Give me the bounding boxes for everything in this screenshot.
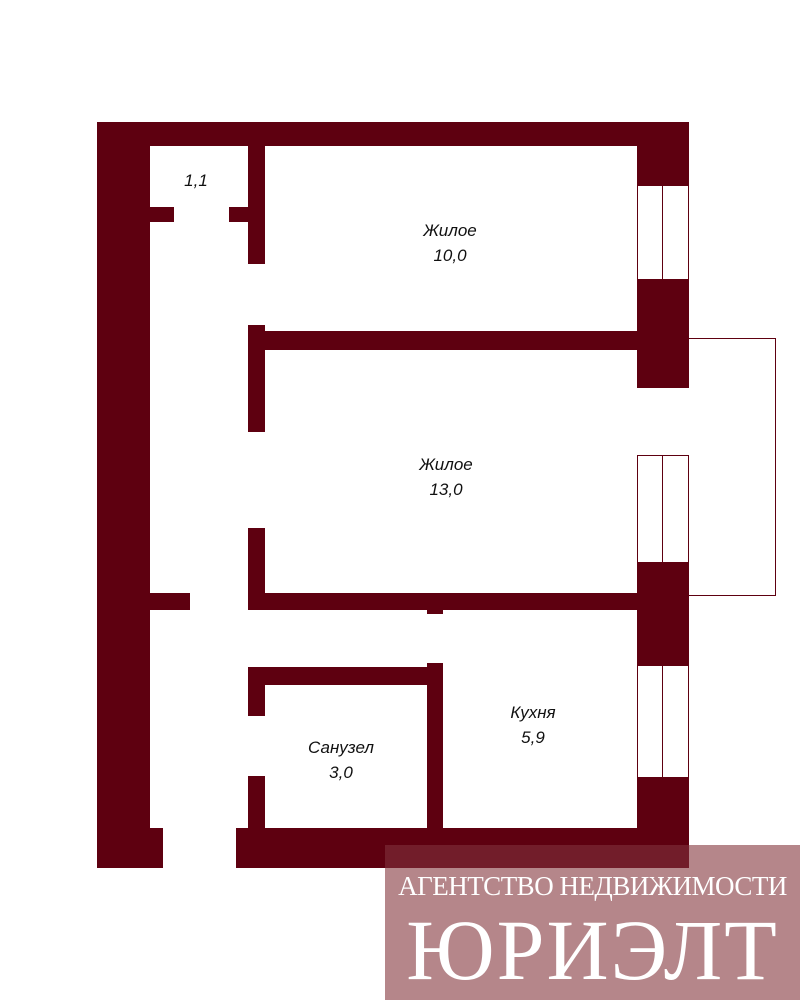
agency-logo-watermark: АГЕНТСТВО НЕДВИЖИМОСТИ ЮРИЭЛТ bbox=[385, 845, 800, 1000]
room-label-bathroom: Санузел 3,0 bbox=[281, 735, 401, 785]
room-name: Жилое bbox=[419, 455, 473, 474]
wall bbox=[248, 325, 265, 432]
wall bbox=[248, 528, 265, 610]
room-label-living-2: Жилое 13,0 bbox=[386, 452, 506, 502]
window bbox=[637, 665, 689, 778]
window bbox=[637, 455, 689, 563]
room-name: Кухня bbox=[510, 703, 556, 722]
logo-line-2: ЮРИЭЛТ bbox=[406, 902, 779, 998]
wall bbox=[97, 122, 689, 146]
wall bbox=[248, 776, 265, 828]
room-name: Жилое bbox=[423, 221, 477, 240]
logo-band bbox=[385, 845, 689, 868]
wall bbox=[150, 207, 174, 222]
wall bbox=[248, 667, 443, 685]
room-area: 10,0 bbox=[433, 246, 467, 265]
wall bbox=[637, 146, 689, 185]
room-area: 5,9 bbox=[521, 728, 545, 747]
wall bbox=[248, 667, 265, 716]
wall bbox=[248, 593, 637, 610]
room-label-living-1: Жилое 10,0 bbox=[390, 218, 510, 268]
logo-line-1: АГЕНТСТВО НЕДВИЖИМОСТИ bbox=[398, 871, 787, 901]
wall bbox=[637, 563, 689, 665]
wall bbox=[150, 593, 190, 610]
balcony bbox=[689, 338, 776, 596]
room-area: 1,1 bbox=[184, 171, 208, 190]
room-name: Санузел bbox=[308, 738, 374, 757]
wall bbox=[248, 146, 265, 264]
room-area: 13,0 bbox=[429, 480, 463, 499]
wall bbox=[248, 331, 637, 350]
room-label-kitchen: Кухня 5,9 bbox=[473, 700, 593, 750]
room-label-closet: 1,1 bbox=[166, 168, 226, 193]
wall bbox=[97, 122, 150, 868]
wall bbox=[427, 663, 443, 828]
room-area: 3,0 bbox=[329, 763, 353, 782]
wall bbox=[427, 605, 443, 614]
window bbox=[637, 185, 689, 280]
wall bbox=[637, 280, 689, 388]
wall bbox=[97, 828, 163, 868]
